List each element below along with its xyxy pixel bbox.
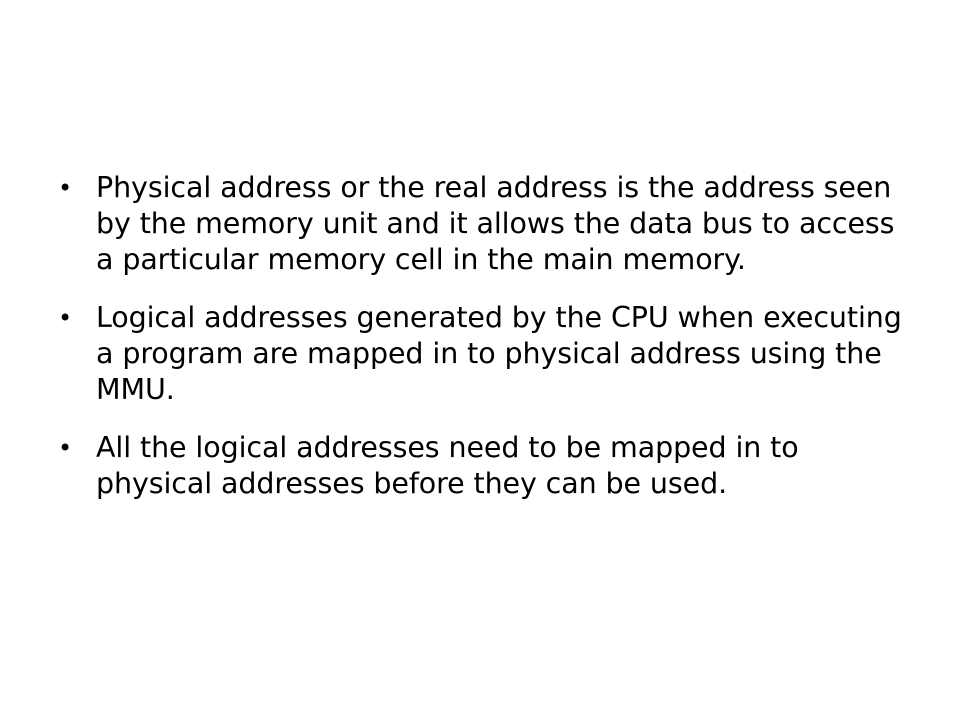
bullet-item-logical-addresses: • Logical addresses generated by the CPU… <box>58 300 918 408</box>
bullet-icon: • <box>58 174 73 202</box>
bullet-list: • Physical address or the real address i… <box>58 170 918 524</box>
bullet-item-mapping: • All the logical addresses need to be m… <box>58 430 918 502</box>
bullet-item-physical-address: • Physical address or the real address i… <box>58 170 918 278</box>
bullet-text: All the logical addresses need to be map… <box>96 431 799 500</box>
bullet-text: Physical address or the real address is … <box>96 171 895 276</box>
bullet-icon: • <box>58 304 73 332</box>
bullet-icon: • <box>58 434 73 462</box>
bullet-text: Logical addresses generated by the CPU w… <box>96 301 902 406</box>
